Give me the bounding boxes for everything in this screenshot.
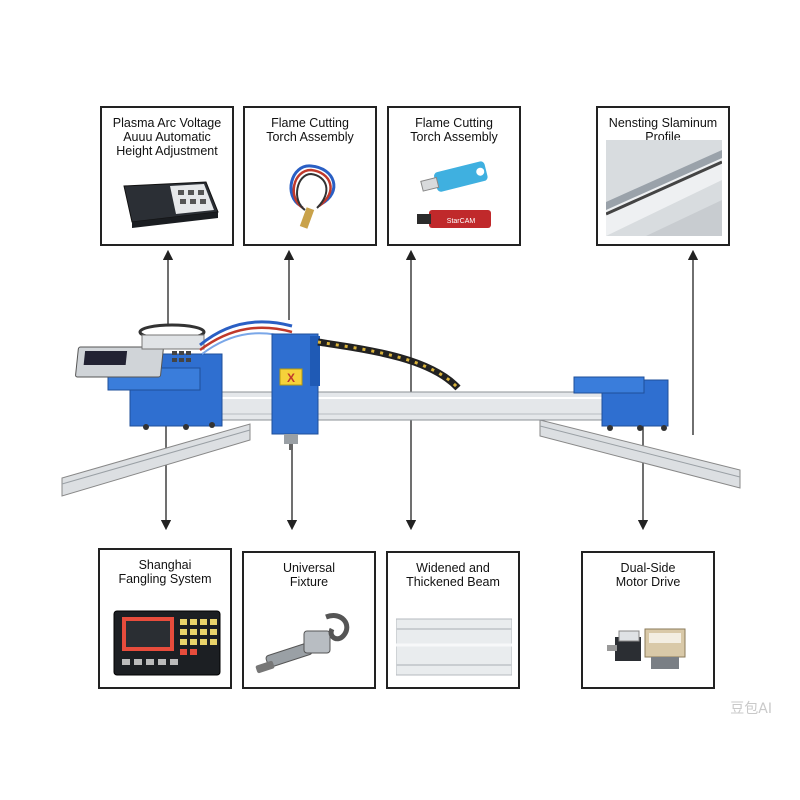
usb-brand-label: StarCAM	[447, 218, 476, 225]
cable-chain	[317, 338, 461, 391]
motor-image	[607, 628, 686, 669]
axis-badge-label: X	[287, 371, 295, 385]
profile-image	[606, 140, 722, 236]
callout-label: Shanghai Fangling System	[118, 558, 212, 586]
callout-label: Flame Cutting Torch Assembly	[410, 116, 498, 144]
callout-flame-torch: Flame Cutting Torch Assembly	[243, 106, 377, 246]
callout-label: Flame Cutting Torch Assembly	[266, 116, 354, 144]
fixture-image	[255, 613, 350, 674]
callout-label: Widened and Thickened Beam	[406, 561, 500, 589]
right-rail	[539, 419, 741, 489]
usb-drives-image: StarCAM	[417, 161, 491, 228]
callout-label: Universal Fixture	[282, 561, 336, 589]
axis-badge	[279, 368, 303, 386]
callout-beam: Widened and Thickened Beam	[386, 551, 520, 689]
thc-controller-image	[123, 181, 219, 228]
beam-profile-image	[396, 618, 512, 676]
callout-label: Dual-Side Motor Drive	[615, 561, 681, 589]
callout-motor-drive: Dual-Side Motor Drive	[581, 551, 715, 689]
left-rail	[61, 423, 251, 497]
callout-fangling-system: Shanghai Fangling System	[98, 548, 232, 689]
callout-label: Plasma Arc Voltage Auuu Automatic Height…	[112, 116, 222, 158]
callout-software-usb: Flame Cutting Torch Assembly StarCAM	[387, 106, 521, 246]
callout-aluminum-profile: Nensting Slaminum Profile	[596, 106, 730, 246]
watermark: 豆包AI	[730, 701, 772, 717]
callout-universal-fixture: Universal Fixture	[242, 551, 376, 689]
callout-plasma-height-control: Plasma Arc Voltage Auuu Automatic Height…	[100, 106, 234, 246]
cnc-controller-image	[113, 610, 221, 676]
torch-hose-image	[289, 164, 336, 229]
gantry-beam	[189, 391, 603, 421]
